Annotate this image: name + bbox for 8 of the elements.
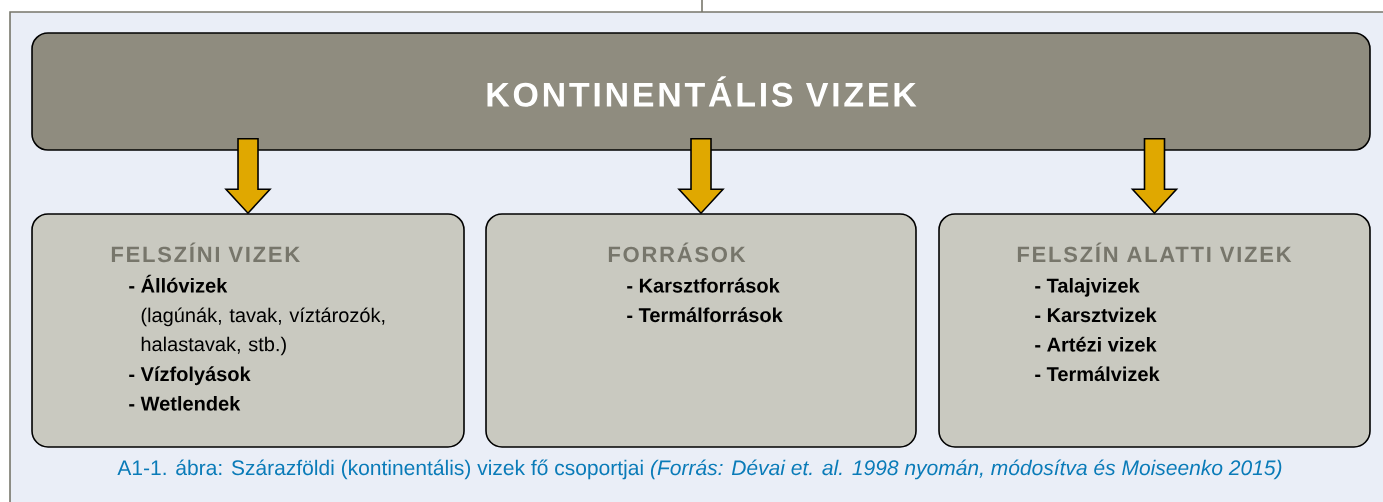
category-box: KONTINENTÁLIS VIZEK (31, 32, 1371, 151)
category-box: FELSZÍN ALATTI VIZEK - Talajvizek - Karsztvizek - Artézi vizek - Termálvizek (938, 213, 1371, 448)
block-arrow (1130, 138, 1179, 215)
caption: A1-1. ábra: Szárazföldi (kontinentális) vizek fő csoportjai (Forrás: Dévai et. al. 1998 nyomán, módosítva és Moiseenko 2015) (117, 459, 1282, 480)
block-arrow (224, 138, 272, 215)
category-box: FORRÁSOK - Karsztforrások - Termálforrások (485, 213, 917, 448)
category-box: FELSZÍNI VIZEK - Állóvizek (lagúnák, tavak, víztározók, halastavak, stb.) - Vízfolyások - Wetlendek (31, 213, 465, 448)
block-arrow (677, 138, 725, 215)
